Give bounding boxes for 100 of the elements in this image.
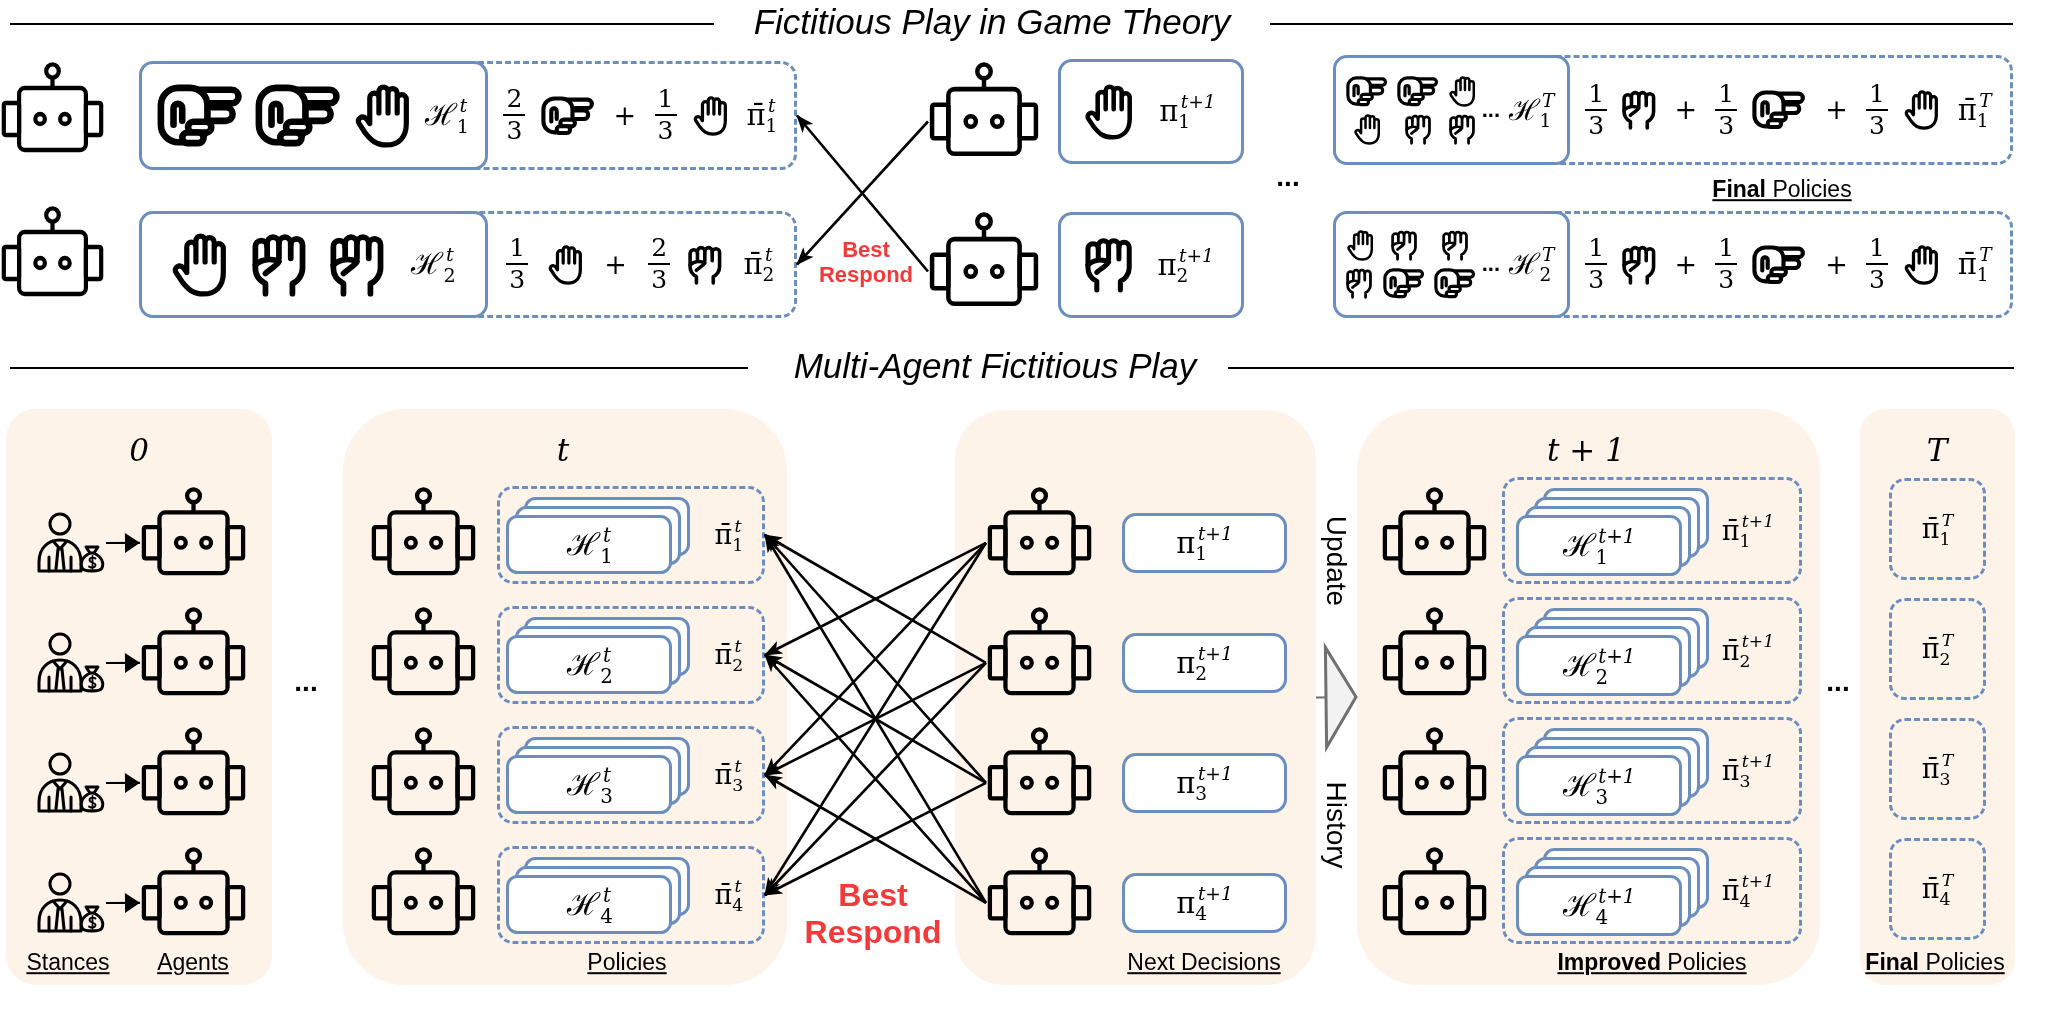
column-caption: Final Policies: [1865, 949, 2005, 977]
person-icon: [36, 632, 106, 694]
policy-box: [1889, 598, 1986, 700]
history-box: [139, 61, 488, 170]
stage-label: t: [555, 431, 571, 470]
policy-box: [1889, 718, 1986, 820]
plus-sign: +: [1673, 247, 1698, 282]
policy-box: [497, 606, 765, 704]
robot-icon: [140, 487, 247, 577]
ellipsis: ...: [1481, 97, 1500, 123]
ellipsis: ...: [1276, 161, 1300, 193]
history-card-stack: [506, 737, 690, 814]
stage-panel: [955, 410, 1316, 985]
robot-icon: [928, 212, 1040, 308]
arrow: [106, 772, 140, 793]
fraction-numerator: 2: [503, 85, 526, 116]
stage-panel: [343, 409, 787, 985]
plus-sign: +: [1673, 93, 1698, 128]
robot-icon: [370, 727, 477, 817]
robot-icon: [986, 847, 1093, 937]
decision-box: [1058, 212, 1244, 318]
robot-icon: [140, 607, 247, 697]
fraction-numerator: 1: [1715, 79, 1738, 111]
policy-box: [1889, 838, 1986, 940]
robot-icon: [986, 607, 1093, 697]
policy-box: [1502, 597, 1802, 704]
history-card-stack: [506, 497, 690, 574]
history-box: [1333, 211, 1570, 318]
policy-box: [1333, 211, 2013, 318]
fraction-denominator: 3: [1587, 265, 1606, 295]
policy-box: [1502, 837, 1802, 944]
fraction-numerator: 1: [1715, 234, 1738, 265]
policy-box: [139, 211, 797, 318]
fraction-denominator: 3: [656, 116, 675, 146]
history-box: [1333, 55, 1570, 165]
fraction-numerator: 2: [648, 234, 671, 265]
annotation-text: Best Respond: [817, 236, 915, 288]
history-card-stack: [1516, 848, 1709, 936]
robot-icon: [986, 727, 1093, 817]
stage-panel: [1357, 409, 1820, 985]
robot-icon: [986, 487, 1093, 577]
fraction-numerator: 1: [654, 85, 677, 116]
column-caption: Final Policies: [1712, 176, 1852, 204]
fraction-denominator: 3: [505, 116, 524, 146]
policy-box: [497, 726, 765, 824]
policy-box: [497, 846, 765, 944]
column-caption: Policies: [587, 949, 667, 977]
stage-panel: [6, 409, 272, 985]
robot-icon: [370, 487, 477, 577]
robot-icon: [1381, 487, 1488, 577]
robot-icon: [928, 62, 1040, 158]
robot-icon: [370, 847, 477, 937]
fraction-denominator: 3: [1868, 265, 1886, 295]
fraction-denominator: 3: [1717, 110, 1736, 141]
stage-label: 0: [128, 431, 150, 470]
policy-box: [1333, 55, 2013, 165]
annotation-text: Best Respond: [803, 877, 943, 951]
policy-box: [1502, 477, 1802, 584]
vertical-label: Update: [1320, 515, 1352, 607]
plus-sign: +: [603, 247, 628, 282]
person-icon: [36, 512, 106, 574]
fraction-numerator: 1: [1866, 79, 1888, 111]
robot-icon: [370, 607, 477, 697]
fraction-denominator: 3: [508, 265, 527, 295]
decision-box: [1122, 873, 1287, 933]
column-caption: Improved Policies: [1557, 949, 1747, 977]
column-caption: Next Decisions: [1127, 949, 1281, 977]
history-card-stack: [506, 857, 690, 934]
fraction-denominator: 3: [1587, 110, 1606, 141]
history-box: [139, 211, 488, 318]
robot-icon: [140, 847, 247, 937]
policy-box: [139, 61, 797, 170]
plus-sign: +: [612, 98, 638, 133]
fraction-denominator: 3: [1717, 265, 1736, 295]
history-card-stack: [1516, 728, 1709, 816]
ellipsis: ...: [1826, 666, 1850, 698]
history-card-stack: [506, 617, 690, 694]
policy-box: [1502, 717, 1802, 824]
vertical-label: History: [1320, 781, 1352, 869]
history-card-stack: [1516, 488, 1709, 576]
person-icon: [36, 872, 106, 934]
arrow: [106, 652, 140, 673]
robot-icon: [0, 62, 105, 154]
stage-label: T: [1925, 431, 1951, 470]
robot-icon: [140, 727, 247, 817]
fraction-denominator: 3: [650, 265, 669, 295]
fraction-numerator: 1: [1585, 79, 1608, 111]
arrow: [106, 892, 140, 913]
fraction-numerator: 1: [1866, 234, 1888, 265]
robot-icon: [1381, 607, 1488, 697]
policy-box: [497, 486, 765, 584]
plus-sign: +: [1824, 93, 1849, 128]
robot-icon: [1381, 847, 1488, 937]
robot-icon: [0, 206, 105, 298]
stage-label: t + 1: [1546, 431, 1626, 470]
section-heading: Fictitious Play in Game Theory: [753, 1, 1231, 44]
decision-box: [1058, 59, 1244, 164]
fraction-numerator: 1: [506, 234, 529, 265]
decision-box: [1122, 753, 1287, 813]
policy-box: [1889, 478, 1986, 580]
